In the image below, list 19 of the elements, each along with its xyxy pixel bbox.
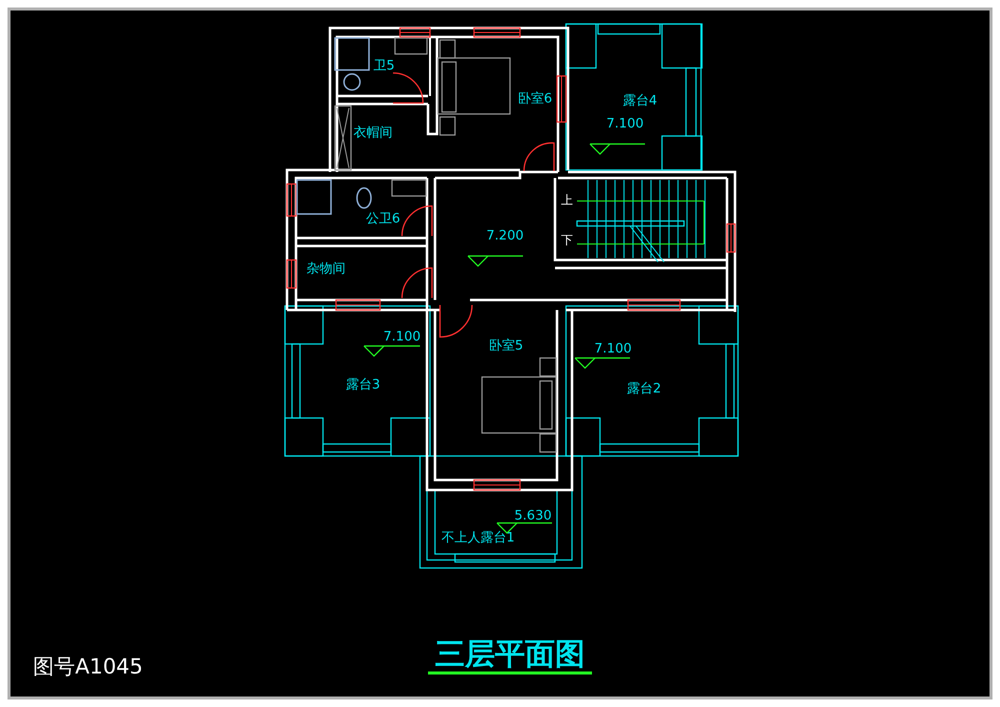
elevation-label: 5.630 [514,510,552,522]
room-label: 不上人露台1 [441,532,515,544]
elevation-label: 7.100 [383,330,421,344]
elevation-label: 7.100 [594,342,632,356]
elevation-label: 7.200 [486,230,524,242]
stair-label: 上 [561,194,573,206]
stair-label: 下 [561,234,573,246]
elevation-label: 7.100 [606,118,644,130]
room-label: 露台2 [626,382,662,396]
drawing-number: 图号A1045 [33,656,143,678]
room-label: 露台4 [622,94,658,108]
room-label: 杂物间 [306,262,346,276]
room-label: 卧室6 [518,92,552,106]
room-label: 露台3 [346,378,380,392]
room-label: 卫5 [373,60,395,72]
room-label: 衣帽间 [354,126,392,140]
room-label: 公卫6 [366,212,400,226]
drawing-title: 三层平面图 [435,640,585,670]
room-label: 卧室5 [488,340,524,352]
